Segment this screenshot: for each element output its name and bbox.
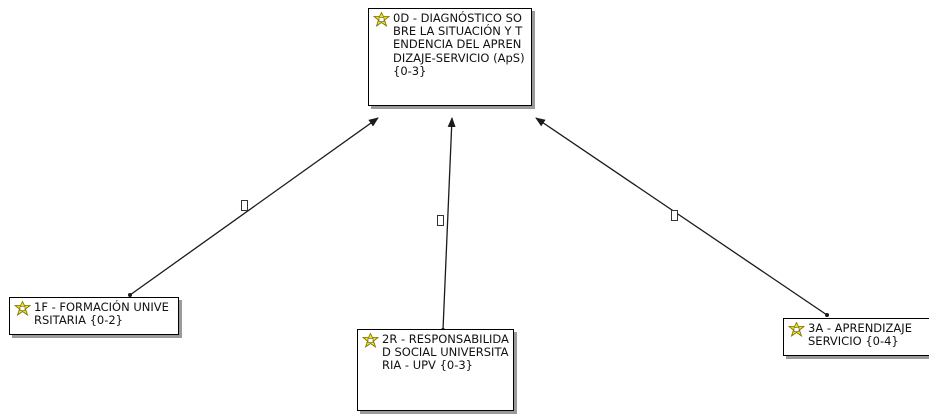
node-label: 1F - FORMACIÓN UNIVERSITARIA {0-2} <box>34 300 169 328</box>
edge-label-middle <box>437 215 444 229</box>
edge-right-start-dot <box>825 313 829 317</box>
node-label: 0D - DIAGNÓSTICO SOBRE LA SITUACIÓN Y TE… <box>393 11 525 78</box>
edge-label-left <box>241 200 248 214</box>
code-star-icon <box>373 12 390 27</box>
code-node-2r[interactable]: 2R - RESPONSABILIDAD SOCIAL UNIVERSITARI… <box>357 329 514 411</box>
code-node-1f[interactable]: 1F - FORMACIÓN UNIVERSITARIA {0-2} <box>9 297 179 335</box>
node-label: 2R - RESPONSABILIDAD SOCIAL UNIVERSITARI… <box>382 332 509 373</box>
edge-right-to-center[interactable] <box>535 117 828 316</box>
code-star-icon <box>362 333 379 348</box>
code-star-icon <box>14 301 31 316</box>
code-node-0d[interactable]: 0D - DIAGNÓSTICO SOBRE LA SITUACIÓN Y TE… <box>368 8 532 106</box>
edge-label-right <box>671 210 678 224</box>
node-shadow-bottom-3a <box>786 356 929 359</box>
edge-left-to-center[interactable] <box>129 117 379 296</box>
code-star-icon <box>788 322 805 337</box>
edge-left-start-dot <box>128 293 132 297</box>
edge-middle-to-center[interactable] <box>442 117 456 331</box>
